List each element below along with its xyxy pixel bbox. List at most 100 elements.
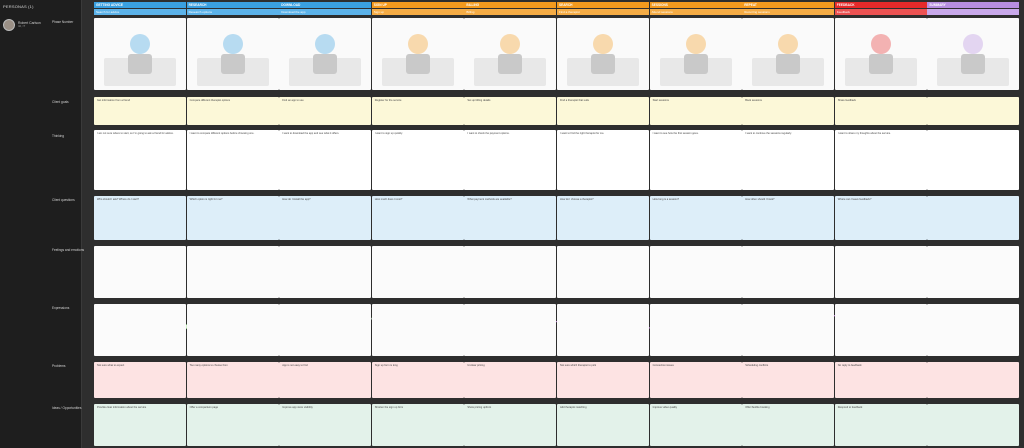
thinking-cell[interactable]: I want to find the right therapist for m… <box>557 130 649 190</box>
stage-header[interactable]: DOWNLOAD <box>279 2 372 8</box>
pains-cell[interactable]: Not sure what to expect <box>94 362 186 398</box>
questions-cell[interactable]: Which option is right for me? <box>186 196 279 240</box>
goals-cell[interactable]: Set up billing details <box>464 97 557 125</box>
thinking-cell[interactable]: I want to sign up quickly. <box>371 130 464 190</box>
opportunities-cell[interactable]: Offer flexible booking <box>742 404 835 446</box>
stage-header[interactable]: BILLING <box>464 2 557 8</box>
row-label-thinking: Thinking <box>52 134 65 138</box>
thinking-cell[interactable]: I want to see how the first session goes… <box>649 130 742 190</box>
goals-cell[interactable]: Book sessions <box>742 97 835 125</box>
goals-cell[interactable]: Share feedback <box>834 97 927 125</box>
emotions-cell[interactable] <box>371 304 464 356</box>
emotions-cell[interactable] <box>742 304 835 356</box>
stage-cell[interactable] <box>94 18 186 90</box>
opportunities-text: Show pricing upfront <box>467 406 492 409</box>
feelings-cell[interactable] <box>279 246 372 298</box>
goals-cell[interactable]: Start sessions <box>649 97 742 125</box>
goals-cell[interactable]: Compare different therapist options <box>186 97 279 125</box>
opportunities-cell[interactable]: Provide clear information about the serv… <box>94 404 186 446</box>
pains-cell[interactable]: Unclear pricing <box>464 362 557 398</box>
stage-cell[interactable] <box>371 18 464 90</box>
questions-cell[interactable] <box>927 196 1020 240</box>
stage-header[interactable]: RESEARCH <box>186 2 279 8</box>
opportunities-text: Add therapist matching <box>560 406 587 409</box>
goals-cell[interactable] <box>927 97 1020 125</box>
questions-cell[interactable]: How do I install the app? <box>279 196 372 240</box>
pains-cell[interactable]: Not sure which therapist to pick <box>557 362 649 398</box>
opportunities-text <box>927 404 1019 408</box>
feelings-cell[interactable] <box>742 246 835 298</box>
feelings-cell[interactable] <box>927 246 1020 298</box>
opportunities-cell[interactable]: Improve app store visibility <box>279 404 372 446</box>
opportunities-cell[interactable]: Improve video quality <box>649 404 742 446</box>
feelings-cell[interactable] <box>649 246 742 298</box>
thinking-cell[interactable] <box>927 130 1020 190</box>
opportunities-cell[interactable] <box>927 404 1020 446</box>
goals-cell[interactable]: Find a therapist that suits <box>557 97 649 125</box>
stage-cell[interactable] <box>649 18 742 90</box>
stage-header[interactable]: SESSIONS <box>649 2 742 8</box>
emotions-cell[interactable] <box>186 304 279 356</box>
emotions-cell[interactable] <box>464 304 557 356</box>
opportunities-cell[interactable]: Shorten the sign up form <box>371 404 464 446</box>
feelings-cell[interactable] <box>186 246 279 298</box>
emotions-cell[interactable] <box>557 304 649 356</box>
emotions-cell[interactable] <box>279 304 372 356</box>
goals-cell[interactable]: Register for the service <box>371 97 464 125</box>
questions-cell[interactable]: Where can I leave feedback? <box>834 196 927 240</box>
thinking-cell[interactable]: I want to continue the sessions regularl… <box>742 130 835 190</box>
stage-cell[interactable] <box>927 18 1020 90</box>
pains-cell[interactable]: Sign up form is long <box>371 362 464 398</box>
pains-cell[interactable]: Scheduling conflicts <box>742 362 835 398</box>
goals-text: Find a therapist that suits <box>560 99 589 102</box>
feelings-cell[interactable] <box>371 246 464 298</box>
stage-header[interactable]: FEEDBACK <box>834 2 927 8</box>
questions-cell[interactable]: Who should I ask? Where do I start? <box>94 196 186 240</box>
opportunities-cell[interactable]: Show pricing upfront <box>464 404 557 446</box>
pains-cell[interactable] <box>927 362 1020 398</box>
questions-cell[interactable]: How often should I book? <box>742 196 835 240</box>
thinking-cell[interactable]: I want to check the payment options. <box>464 130 557 190</box>
thinking-cell[interactable]: I am not sure where to start, so I'm goi… <box>94 130 186 190</box>
feelings-cell[interactable] <box>464 246 557 298</box>
stage-cell[interactable] <box>186 18 279 90</box>
opportunities-cell[interactable]: Respond to feedback <box>834 404 927 446</box>
feelings-cell[interactable] <box>94 246 186 298</box>
pains-cell[interactable]: Connection issues <box>649 362 742 398</box>
questions-cell[interactable]: How do I choose a therapist? <box>557 196 649 240</box>
pains-cell[interactable]: App is not easy to find <box>279 362 372 398</box>
thinking-cell[interactable]: I want to share my thoughts about the se… <box>834 130 927 190</box>
stage-cell[interactable] <box>464 18 557 90</box>
stage-header[interactable]: SUMMARY <box>927 2 1020 8</box>
thinking-cell[interactable]: I want to compare different options befo… <box>186 130 279 190</box>
goals-cell[interactable]: Get information from a friend <box>94 97 186 125</box>
emotions-cell[interactable] <box>94 304 186 356</box>
questions-text: How much does it cost? <box>374 198 403 201</box>
stage-header[interactable]: REPEAT <box>742 2 835 8</box>
goals-cell[interactable]: Find an app to use <box>279 97 372 125</box>
stage-header[interactable]: GETTING ADVICE <box>94 2 186 8</box>
pains-cell[interactable]: Too many options to choose from <box>186 362 279 398</box>
questions-cell[interactable]: What payment methods are available? <box>464 196 557 240</box>
stage-header[interactable]: SIGN UP <box>371 2 464 8</box>
emotions-cell[interactable] <box>834 304 927 356</box>
questions-cell[interactable]: How much does it cost? <box>371 196 464 240</box>
emotions-cell[interactable] <box>927 304 1020 356</box>
opportunities-cell[interactable]: Offer a comparison page <box>186 404 279 446</box>
stage-header[interactable]: SEARCH <box>557 2 649 8</box>
stage-cell[interactable] <box>742 18 835 90</box>
persona-card[interactable]: Robert Carlson 42, IT <box>3 19 78 31</box>
stage-cell[interactable] <box>279 18 372 90</box>
stage-cell[interactable] <box>834 18 927 90</box>
feelings-cell[interactable] <box>834 246 927 298</box>
questions-cell[interactable]: How long is a session? <box>649 196 742 240</box>
emotions-cell[interactable] <box>649 304 742 356</box>
feelings-cell[interactable] <box>557 246 649 298</box>
thinking-cell[interactable]: I want to download the app and see what … <box>279 130 372 190</box>
thinking-text: I want to share my thoughts about the se… <box>837 132 891 135</box>
questions-text: Who should I ask? Where do I start? <box>97 198 139 201</box>
opportunities-cell[interactable]: Add therapist matching <box>557 404 649 446</box>
pains-cell[interactable]: No reply to feedback <box>834 362 927 398</box>
stage-cell[interactable] <box>557 18 649 90</box>
stage-subheader: Find a therapist <box>557 9 649 15</box>
